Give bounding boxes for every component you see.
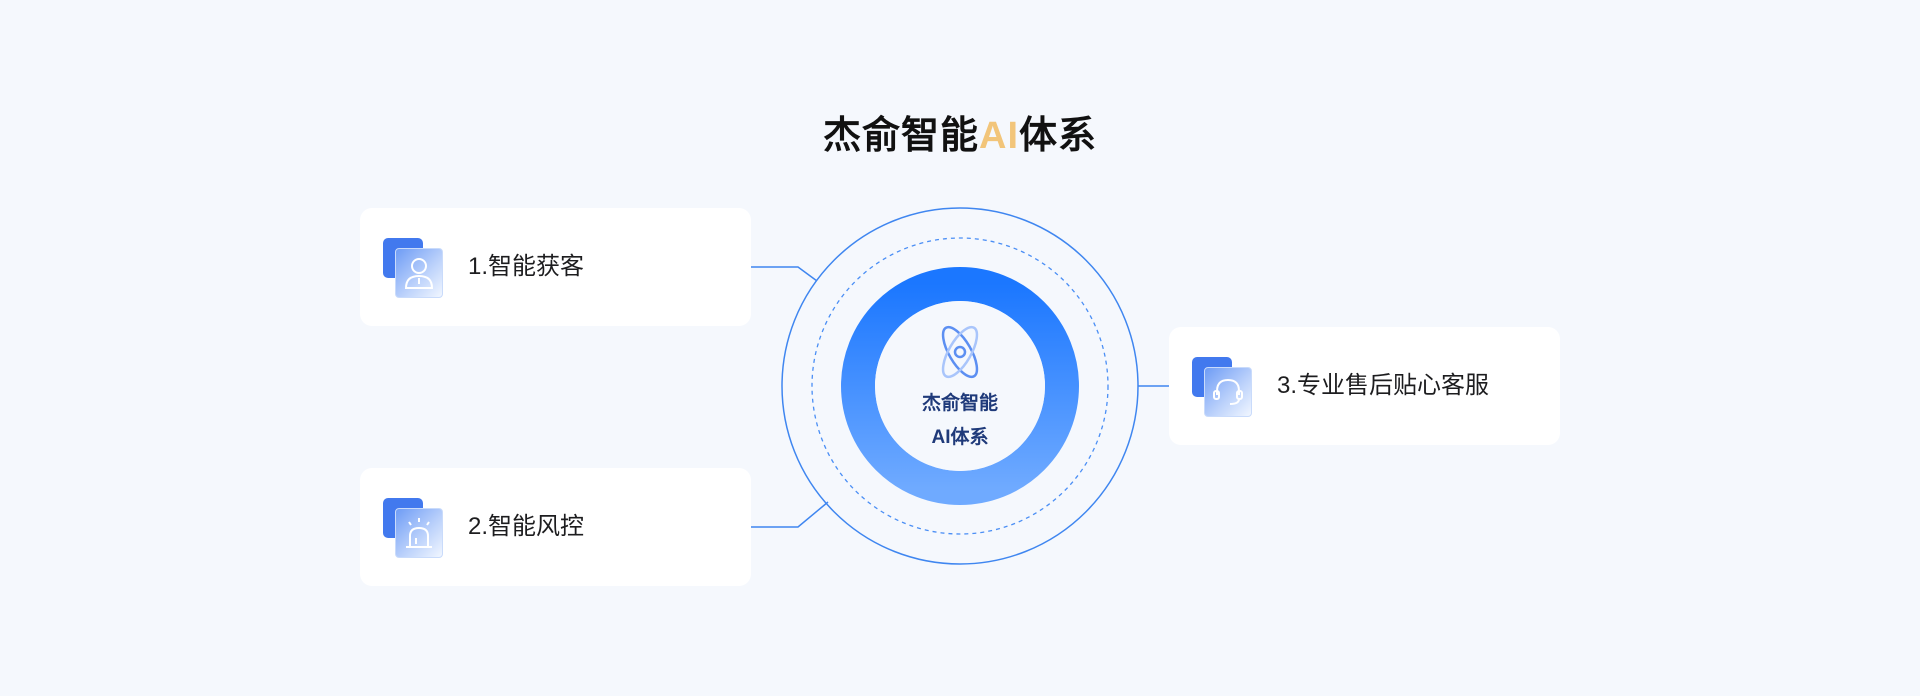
atom-icon xyxy=(941,325,979,379)
title-suffix: 体系 xyxy=(1019,115,1098,157)
inner-disc xyxy=(875,301,1045,471)
title-accent: AI xyxy=(979,115,1019,157)
alarm-icon xyxy=(383,498,445,560)
headset-icon xyxy=(1192,357,1254,419)
center-line-2: AI体系 xyxy=(931,427,989,448)
card-label: 2.智能风控 xyxy=(468,513,585,540)
card-smart-acquisition[interactable]: 1.智能获客 xyxy=(360,208,751,326)
card-label: 1.智能获客 xyxy=(468,253,585,280)
card-label: 3.专业售后贴心客服 xyxy=(1277,372,1490,399)
connector-2 xyxy=(751,501,829,528)
card-customer-service[interactable]: 3.专业售后贴心客服 xyxy=(1169,327,1560,445)
title-main: 杰俞智能 xyxy=(822,115,979,157)
user-icon xyxy=(383,238,445,300)
center-label: 杰俞智能 AI体系 xyxy=(860,387,1060,455)
dashed-circle xyxy=(811,237,1109,535)
page-title: 杰俞智能AI体系 xyxy=(0,104,1920,159)
center-line-1: 杰俞智能 xyxy=(921,393,998,414)
gradient-ring xyxy=(841,267,1079,505)
connector-1 xyxy=(751,266,818,282)
card-smart-risk-control[interactable]: 2.智能风控 xyxy=(360,468,751,586)
outer-circle xyxy=(781,207,1139,565)
